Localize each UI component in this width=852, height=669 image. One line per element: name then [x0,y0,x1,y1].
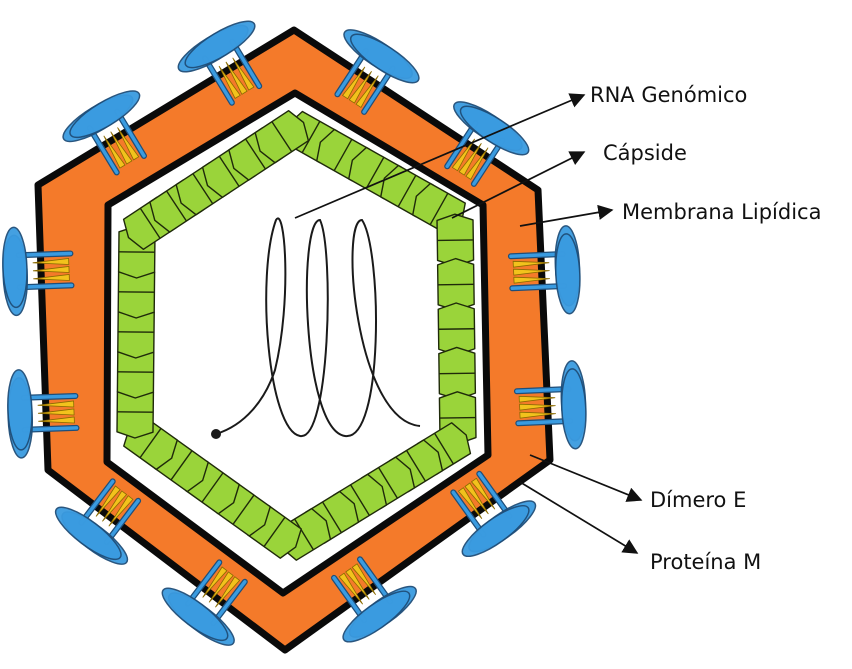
label-capside: Cápside [603,143,687,164]
capsid-shell [117,107,476,563]
label-dimero-e: Dímero E [650,490,746,511]
label-membrana-lipidica: Membrana Lipídica [622,202,821,223]
label-rna-genomico: RNA Genómico [590,85,747,106]
rna-strand [216,218,420,436]
leader-proteina [520,482,637,553]
rna-end-cap [211,429,221,439]
label-proteina-m: Proteína M [650,552,761,573]
leader-dimero [530,455,641,500]
